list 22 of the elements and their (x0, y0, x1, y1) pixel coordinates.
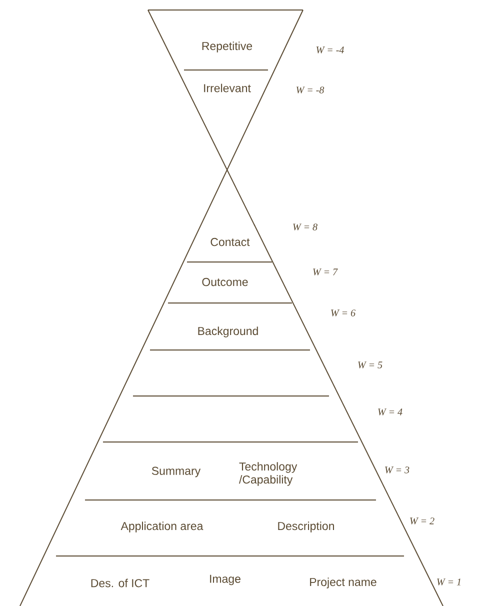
layer-label: Summary (152, 466, 201, 478)
layer-label: Background (198, 326, 258, 338)
weight-label: W = 6 (331, 310, 356, 316)
layer-label: Technology /Capability (239, 462, 298, 486)
weight-label: W = 2 (410, 518, 434, 524)
weight-label: W = -4 (316, 46, 344, 54)
weight-label: W = 8 (293, 224, 318, 230)
weight-label: W = 7 (313, 268, 338, 276)
layer-label: Contact (210, 238, 250, 246)
weight-label: W = 5 (358, 362, 382, 368)
layer-label: Application area (120, 522, 204, 532)
layer-label: Image (210, 574, 240, 586)
layer-label: Des. of ICT (91, 578, 150, 588)
layer-label: Description (278, 522, 334, 532)
weight-label: W = -8 (296, 86, 324, 94)
weight-label: W = 1 (437, 578, 460, 586)
layer-label: Outcome (202, 278, 248, 286)
layer-label: Repetitive (202, 42, 252, 52)
weight-label: W = 3 (385, 466, 410, 474)
weight-label: W = 4 (378, 408, 402, 416)
layer-label: Project name (310, 578, 376, 588)
layer-label: Irrelevant (204, 84, 251, 92)
